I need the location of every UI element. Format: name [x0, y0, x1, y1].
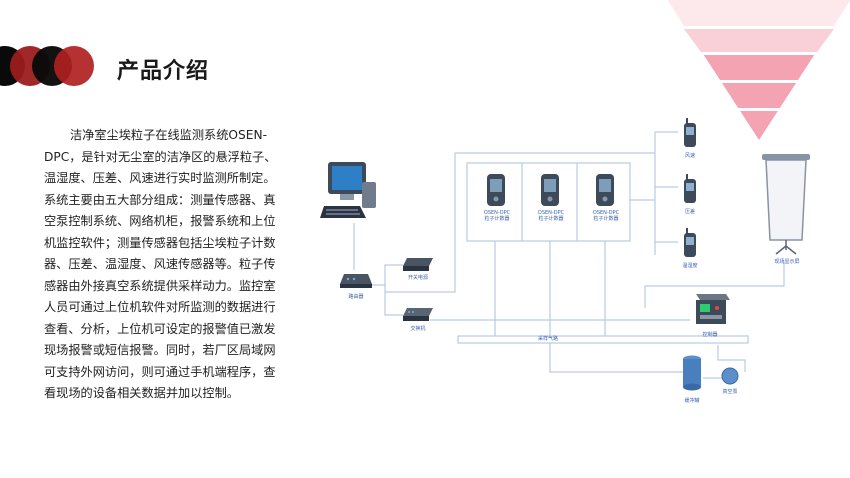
- description-line: 人员可通过上位机软件对所监测的数据进行: [44, 300, 276, 314]
- particle-counter-icon: [596, 174, 614, 206]
- pressure-sensor-label: 压差: [684, 209, 695, 215]
- switch-power-icon: [403, 258, 433, 271]
- switch-power-label: 开关电源: [407, 275, 428, 281]
- vacuum-pump-icon: [721, 367, 739, 385]
- description-line: 查看、分析，上位机可设定的报警值已激发: [44, 321, 276, 336]
- description-line: DPC，是针对无尘室的洁净区的悬浮粒子、: [44, 149, 277, 164]
- product-description: 洁净室尘埃粒子在线监测系统OSEN- DPC，是针对无尘室的洁净区的悬浮粒子、 …: [44, 125, 290, 405]
- description-line: 器、压差、温湿度、风速传感器等。粒子传: [44, 257, 276, 271]
- wind-sensor-label: 风速: [684, 153, 695, 159]
- counter-model: OSEN-DPC: [537, 210, 565, 216]
- particle-counter: OSEN-DPC 粒子计数器: [477, 170, 517, 236]
- page-title: 产品介绍: [117, 59, 210, 84]
- diagram-connections: [353, 131, 785, 379]
- computer-icon: [320, 162, 376, 218]
- description-line: 空泵控制系统、网络机柜，报警系统和上位: [44, 214, 276, 228]
- system-diagram: 路由器 开关电源 交换机 OSEN-DPC 粒子计数器 OSEN-DPC: [300, 110, 850, 430]
- temp-humidity-sensor-label: 温湿度: [682, 263, 698, 269]
- particle-counter-icon: [487, 174, 505, 206]
- particle-counter: OSEN-DPC 粒子计数器: [586, 170, 626, 236]
- description-line: 机监控软件；测量传感器包括尘埃粒子计数: [44, 235, 276, 250]
- wind-sensor-icon: [684, 118, 696, 147]
- temp-humidity-sensor-icon: [684, 228, 696, 257]
- vacuum-pump-label: 真空泵: [722, 389, 738, 395]
- counter-name: 粒子计数器: [593, 216, 619, 222]
- description-line: 可支持外网访问，则可通过手机端程序，查: [44, 364, 276, 379]
- description-line: 温湿度、压差、风速进行实时监测所制定。: [44, 171, 276, 185]
- projector-screen-icon: [762, 154, 810, 255]
- controller-label: 控制器: [702, 332, 718, 338]
- network-switch-label: 交换机: [410, 326, 426, 332]
- counter-name: 粒子计数器: [484, 216, 510, 222]
- projector-screen-label: 现场显示屏: [774, 259, 800, 265]
- description-line: 系统主要由五大部分组成：测量传感器、真: [44, 192, 276, 207]
- description-line: 洁净室尘埃粒子在线监测系统OSEN-: [70, 128, 267, 142]
- counter-model: OSEN-DPC: [592, 210, 620, 216]
- description-line: 感器由外接真空系统提供采样动力。监控室: [44, 278, 276, 293]
- network-switch-icon: [403, 308, 433, 321]
- pressure-sensor-icon: [684, 174, 696, 203]
- description-line: 看现场的设备相关数据并加以控制。: [44, 386, 239, 400]
- particle-counter: OSEN-DPC 粒子计数器: [531, 170, 571, 236]
- description-line: 现场报警或短信报警。同时，若厂区局域网: [44, 343, 276, 357]
- router-label: 路由器: [348, 294, 364, 300]
- controller-icon: [696, 294, 730, 324]
- decorative-circles: [0, 46, 94, 86]
- decorative-triangle: [668, 0, 850, 140]
- air-pipe-label: 采样气路: [537, 336, 558, 342]
- counter-name: 粒子计数器: [538, 216, 564, 222]
- counter-model: OSEN-DPC: [483, 210, 511, 216]
- buffer-tank-icon: [683, 355, 701, 391]
- buffer-tank-label: 缓冲罐: [684, 398, 700, 404]
- router-icon: [340, 274, 372, 288]
- particle-counter-icon: [541, 174, 559, 206]
